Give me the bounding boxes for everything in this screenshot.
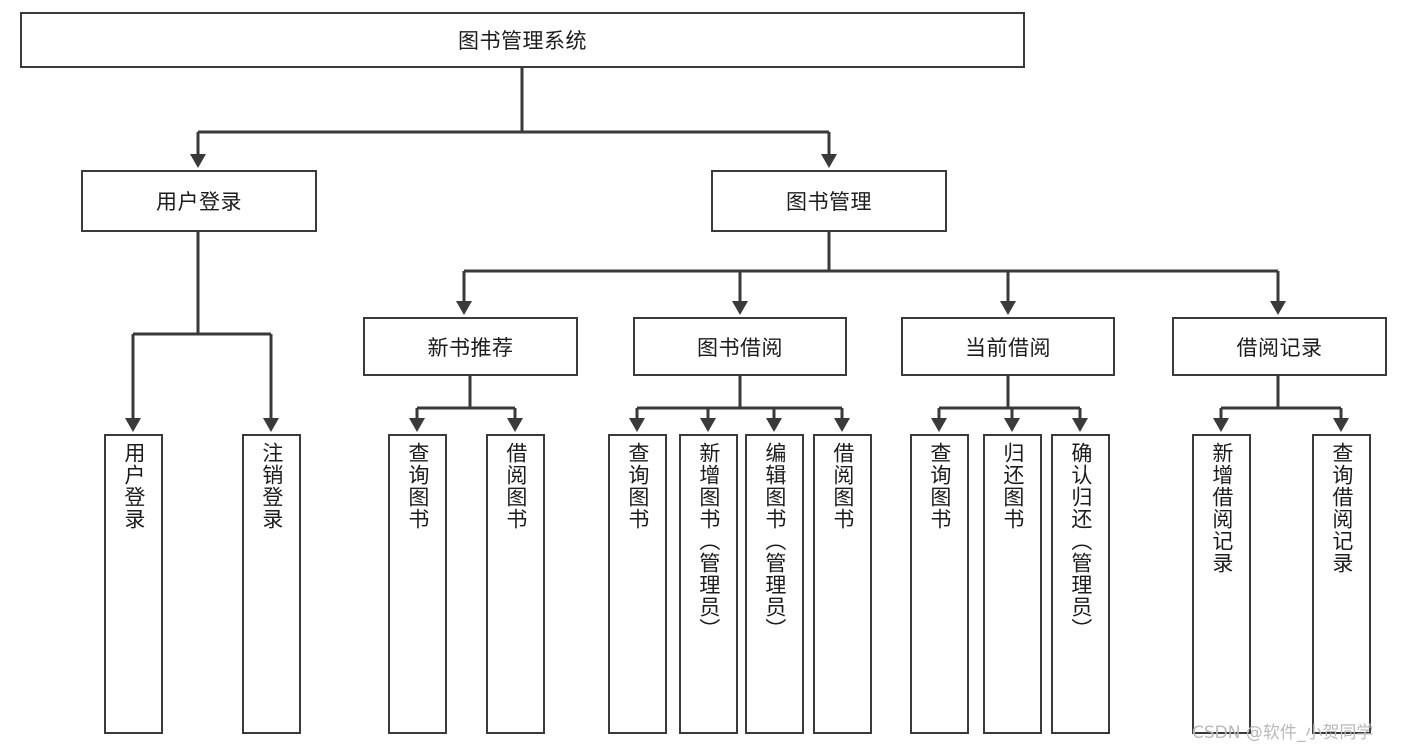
node-leaf-user-login[interactable]: 用户登录: [104, 434, 163, 734]
book-manage-arrow-0-head: [456, 301, 472, 315]
node-current-borrow[interactable]: 当前借阅: [901, 317, 1115, 376]
group-current-borrow-arrow-2-head: [1072, 418, 1088, 432]
node-root[interactable]: 图书管理系统: [20, 12, 1025, 68]
node-label-leaf-user-login: 用户登录: [121, 442, 146, 530]
book-manage-arrow-1-head: [732, 301, 748, 315]
node-label-leaf-query-book-borrow: 查询图书: [625, 442, 650, 530]
user-login-arrow-0-head: [125, 418, 141, 432]
node-label-leaf-borrow-book: 借阅图书: [830, 442, 855, 530]
group-current-borrow-arrow-1-head: [1004, 418, 1020, 432]
node-label-new-book-rec: 新书推荐: [427, 335, 514, 360]
node-label-book-borrow: 图书借阅: [697, 335, 783, 360]
node-leaf-query-book-borrow[interactable]: 查询图书: [608, 434, 667, 734]
node-leaf-query-book-rec[interactable]: 查询图书: [388, 434, 447, 734]
node-label-leaf-query-book-cur: 查询图书: [927, 442, 952, 530]
book-manage-arrow-3-head: [1270, 301, 1286, 315]
node-leaf-borrow-book[interactable]: 借阅图书: [813, 434, 872, 734]
node-leaf-return-book[interactable]: 归还图书: [983, 434, 1042, 734]
node-label-leaf-query-book-rec: 查询图书: [405, 442, 430, 530]
group-book-borrow-arrow-0-head: [629, 418, 645, 432]
node-label-leaf-add-book: 新增图书（管理员）: [696, 442, 721, 640]
book-manage-arrow-2-head: [1000, 301, 1016, 315]
node-label-leaf-query-record: 查询借阅记录: [1329, 442, 1354, 574]
node-label-leaf-edit-book: 编辑图书（管理员）: [762, 442, 787, 640]
node-label-leaf-return-book: 归还图书: [1000, 442, 1025, 530]
group-new-book-rec-arrow-0-head: [409, 418, 425, 432]
node-leaf-query-book-cur[interactable]: 查询图书: [910, 434, 969, 734]
node-book-borrow[interactable]: 图书借阅: [633, 317, 847, 376]
node-label-current-borrow: 当前借阅: [965, 335, 1051, 360]
node-label-borrow-record: 借阅记录: [1236, 335, 1323, 360]
node-label-leaf-logout: 注销登录: [259, 442, 284, 530]
group-new-book-rec-arrow-1-head: [507, 418, 523, 432]
node-label-user-login: 用户登录: [156, 190, 242, 214]
node-leaf-add-book[interactable]: 新增图书（管理员）: [679, 434, 738, 734]
node-leaf-query-record[interactable]: 查询借阅记录: [1312, 434, 1371, 734]
group-borrow-record-arrow-0-head: [1213, 418, 1229, 432]
group-current-borrow-arrow-0-head: [931, 418, 947, 432]
group-book-borrow-arrow-2-head: [766, 418, 782, 432]
node-book-manage[interactable]: 图书管理: [711, 170, 947, 232]
node-borrow-record[interactable]: 借阅记录: [1172, 317, 1387, 376]
node-leaf-edit-book[interactable]: 编辑图书（管理员）: [745, 434, 804, 734]
node-leaf-confirm-return[interactable]: 确认归还（管理员）: [1051, 434, 1110, 734]
root-arrow-0-head: [190, 154, 206, 168]
node-label-root: 图书管理系统: [458, 29, 587, 53]
group-book-borrow-arrow-3-head: [834, 418, 850, 432]
node-new-book-rec[interactable]: 新书推荐: [363, 317, 578, 376]
node-user-login[interactable]: 用户登录: [81, 170, 317, 232]
root-arrow-1-head: [821, 154, 837, 168]
node-leaf-borrow-book-rec[interactable]: 借阅图书: [486, 434, 545, 734]
user-login-arrow-1-head: [263, 418, 279, 432]
node-label-leaf-confirm-return: 确认归还（管理员）: [1068, 442, 1093, 640]
group-borrow-record-arrow-1-head: [1333, 418, 1349, 432]
node-leaf-logout[interactable]: 注销登录: [242, 434, 301, 734]
node-label-leaf-add-record: 新增借阅记录: [1209, 442, 1234, 574]
group-book-borrow-arrow-1-head: [700, 418, 716, 432]
node-label-book-manage: 图书管理: [786, 190, 872, 214]
node-leaf-add-record[interactable]: 新增借阅记录: [1192, 434, 1251, 734]
node-label-leaf-borrow-book-rec: 借阅图书: [503, 442, 528, 530]
